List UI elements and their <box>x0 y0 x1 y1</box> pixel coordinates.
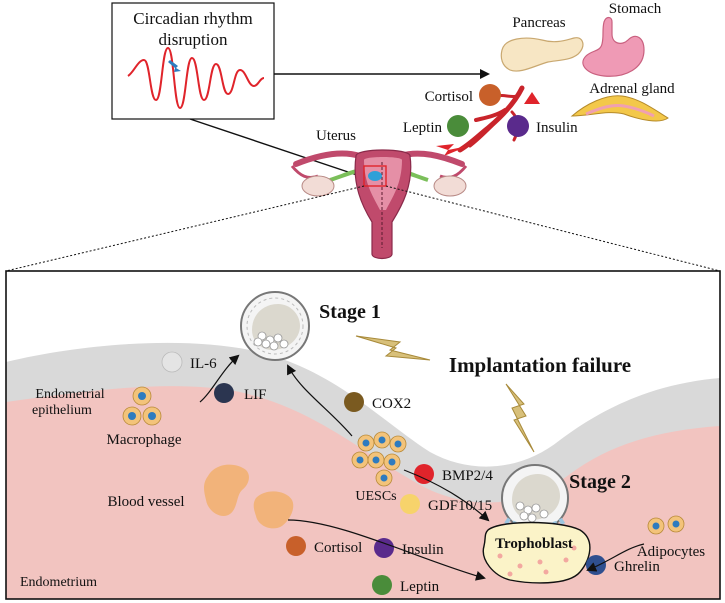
label-ghrelin: Ghrelin <box>614 559 660 575</box>
label-implantation-failure: Implantation failure <box>449 353 631 377</box>
hormone-cortisol-top: Cortisol <box>425 84 501 106</box>
circadian-wave <box>127 46 265 110</box>
red-arrow-from-organs-icon <box>524 80 550 104</box>
adipocyte-cells-icon <box>647 515 685 535</box>
blastocyst-stage2-icon <box>501 464 569 532</box>
pancreas-icon <box>500 37 584 72</box>
label-lif: LIF <box>244 387 267 403</box>
label-cox2: COX2 <box>372 396 411 412</box>
blood-vessel-bottom-icon <box>204 464 294 529</box>
circadian-inset: Circadian rhythm disruption <box>111 2 275 120</box>
label-adipocytes: Adipocytes <box>637 544 705 560</box>
insulin-bottom-circle-icon <box>374 538 394 558</box>
label-stage1: Stage 1 <box>319 301 381 323</box>
blastocyst-stage1-icon <box>240 291 310 361</box>
label-uescs: UESCs <box>355 489 396 504</box>
uescs-cells-icon <box>351 431 407 487</box>
label-insulin-bottom: Insulin <box>402 542 444 558</box>
hormone-insulin-top: Insulin <box>507 115 578 137</box>
label-bmp: BMP2/4 <box>442 468 493 484</box>
lif-circle-icon <box>214 383 234 403</box>
label-macrophage: Macrophage <box>107 432 182 448</box>
arrow-uescs-to-blastocyst <box>287 364 353 437</box>
label-stage2: Stage 2 <box>569 471 631 493</box>
arrow-adipocytes-to-trophoblast <box>586 543 645 572</box>
arrow-lif-to-blastocyst <box>199 354 240 403</box>
macrophage-cells-icon <box>122 386 162 426</box>
bmp-circle-icon <box>414 464 434 484</box>
label-endometrial-1: Endometrial <box>35 387 104 402</box>
cox2-circle-icon <box>344 392 364 412</box>
inset-title-line2: disruption <box>159 30 228 49</box>
label-cortisol-bottom: Cortisol <box>314 540 362 556</box>
stomach-icon <box>582 16 645 77</box>
label-leptin-top: Leptin <box>403 120 443 136</box>
trophoblast-icon <box>482 521 591 584</box>
blue-indicator-icon <box>168 60 181 72</box>
label-trophoblast: Trophoblast <box>495 536 573 552</box>
hormone-leptin-top: Leptin <box>403 115 469 137</box>
lightning-bolt-1-icon <box>355 335 431 361</box>
ghrelin-circle-icon <box>586 555 606 575</box>
zoom-line-right <box>385 185 721 272</box>
arrow-factors-to-trophoblast <box>403 469 490 522</box>
il6-circle-icon <box>161 351 183 373</box>
label-blood-vessel: Blood vessel <box>107 494 184 510</box>
label-pancreas: Pancreas <box>512 15 565 31</box>
arrow-vessel-to-trophoblast <box>287 519 486 581</box>
label-insulin-top: Insulin <box>536 120 578 136</box>
label-endometrial-2: epithelium <box>32 403 92 418</box>
cortisol-bottom-circle-icon <box>286 536 306 556</box>
zoom-line-left <box>5 185 365 272</box>
inset-title-line1: Circadian rhythm <box>133 9 252 28</box>
lightning-bolt-2-icon <box>505 383 535 453</box>
label-uterus: Uterus <box>316 128 356 144</box>
label-il6: IL-6 <box>190 356 217 372</box>
gdf-circle-icon <box>400 494 420 514</box>
label-endometrium: Endometrium <box>20 575 97 590</box>
leptin-bottom-circle-icon <box>372 575 392 595</box>
red-arrow-to-uterus-icon <box>436 144 468 156</box>
label-stomach: Stomach <box>609 1 662 17</box>
uterus-icon: Uterus <box>290 128 468 260</box>
arrow-to-uterus <box>189 118 368 181</box>
label-gdf: GDF10/15 <box>428 498 492 514</box>
adrenal-gland-icon <box>570 95 669 122</box>
label-cortisol-top: Cortisol <box>425 89 473 105</box>
label-leptin-bottom: Leptin <box>400 579 440 595</box>
label-adrenal: Adrenal gland <box>589 81 675 97</box>
